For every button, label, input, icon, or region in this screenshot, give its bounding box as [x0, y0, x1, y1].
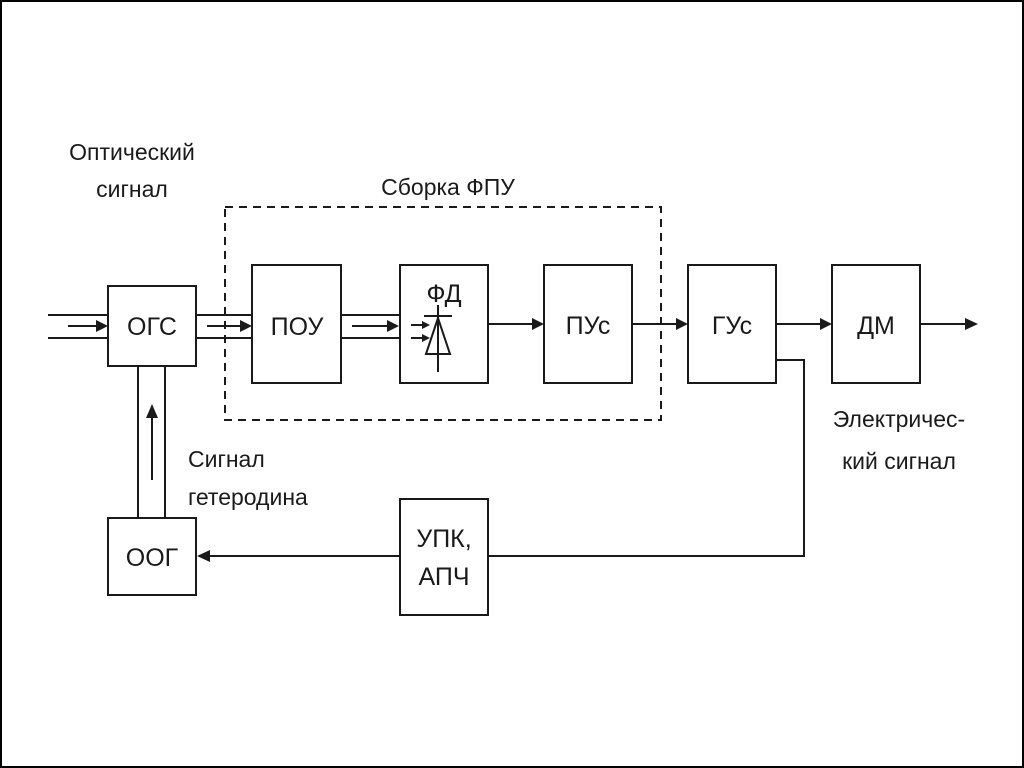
fd-pus-arrowhead	[532, 318, 544, 330]
block-dm-label: ДМ	[857, 312, 895, 340]
block-gus: ГУс	[687, 264, 777, 384]
electrical-signal-caption-line2: кий сигнал	[842, 448, 956, 474]
block-pus-label: ПУс	[566, 312, 611, 340]
upk-oog-arrowhead	[197, 550, 210, 562]
pus-gus-arrowhead	[676, 318, 688, 330]
block-pou: ПОУ	[251, 264, 342, 384]
block-gus-label: ГУс	[712, 312, 752, 340]
block-upk-apch: УПК, АПЧ	[399, 498, 489, 616]
ogs-pou-arrowhead	[240, 320, 252, 332]
block-fd: ФД	[399, 264, 489, 384]
electrical-signal-caption-line1: Электричес-	[833, 406, 965, 432]
block-fd-label: ФД	[426, 280, 461, 308]
optical-input-arrowhead	[96, 320, 108, 332]
heterodyne-caption-line2: гетеродина	[188, 484, 308, 510]
block-pus: ПУс	[543, 264, 633, 384]
photodiode-icon	[411, 305, 452, 372]
gus-upk-feedback-line	[488, 359, 805, 557]
block-pou-label: ПОУ	[271, 313, 324, 341]
block-ogs: ОГС	[107, 285, 197, 367]
block-ogs-label: ОГС	[127, 313, 177, 341]
pou-fd-arrowhead	[387, 320, 399, 332]
gus-dm-arrowhead	[820, 318, 832, 330]
fpu-assembly-caption: Сборка ФПУ	[381, 174, 515, 200]
dm-output-arrowhead	[965, 318, 978, 330]
block-oog: ООГ	[107, 517, 197, 596]
oog-ogs-arrowhead	[146, 404, 158, 418]
block-upk-label-line1: УПК,	[416, 525, 471, 553]
block-dm: ДМ	[831, 264, 921, 384]
block-oog-label: ООГ	[126, 544, 179, 572]
block-upk-label-line2: АПЧ	[418, 563, 469, 591]
optical-signal-caption-line2: сигнал	[96, 176, 168, 202]
fpu-assembly-frame	[224, 206, 662, 421]
optical-signal-caption-line1: Оптический	[69, 139, 195, 165]
heterodyne-caption-line1: Сигнал	[188, 446, 265, 472]
